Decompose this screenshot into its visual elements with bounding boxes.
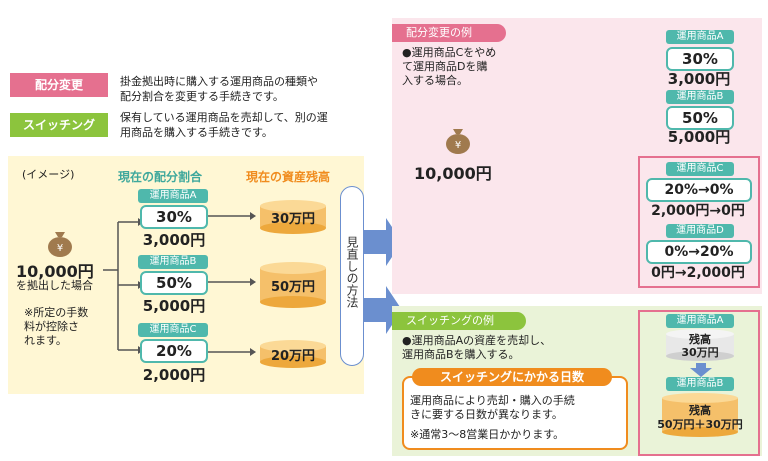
image-label: (イメージ) bbox=[22, 168, 75, 181]
switch-to-label: 残高 bbox=[689, 404, 711, 417]
switch-from-balance: 残高 30万円 bbox=[668, 333, 732, 359]
right-product-b-pct: 50% bbox=[666, 106, 734, 130]
changed-products-frame bbox=[638, 156, 760, 288]
svg-text:¥: ¥ bbox=[57, 243, 63, 254]
cylinder-b bbox=[260, 262, 326, 308]
reallocation-desc-line: 配分割合を変更する手続きです。 bbox=[120, 90, 284, 103]
left-product-b-name: 運用商品B bbox=[138, 255, 208, 269]
to-balance-lines bbox=[208, 215, 250, 353]
balance-b: 50万円 bbox=[270, 280, 316, 295]
svg-text:¥: ¥ bbox=[455, 140, 461, 151]
switching-text-line: ●運用商品Aの資産を売却し、 bbox=[402, 334, 552, 347]
money-bag-icon: ¥ bbox=[446, 129, 470, 154]
left-total-caption: を拠出した場合 bbox=[16, 279, 93, 292]
switch-from-name: 運用商品A bbox=[666, 314, 734, 328]
tag-switching: スイッチング bbox=[10, 113, 108, 137]
money-bag-icon: ¥ bbox=[48, 232, 72, 257]
reallocation-example-text: ●運用商品Cをやめ て運用商品Dを購 入する場合。 bbox=[402, 46, 496, 88]
switching-text-line: 運用商品Bを購入する。 bbox=[402, 348, 520, 361]
left-total: 10,000円 bbox=[16, 262, 94, 281]
reallocation-desc-line: 掛金拠出時に購入する運用商品の種類や bbox=[120, 75, 318, 88]
fee-note-line: れます。 bbox=[24, 334, 67, 347]
switching-days-box bbox=[402, 376, 628, 450]
left-product-a-pct: 30% bbox=[140, 205, 208, 229]
switch-to-value: 50万円＋30万円 bbox=[657, 418, 743, 431]
right-product-b-amount: 5,000円 bbox=[667, 128, 731, 146]
right-product-a-amount: 3,000円 bbox=[667, 70, 731, 88]
switching-days-line: 運用商品により売却・購入の手続 bbox=[410, 394, 575, 407]
switch-from-value: 30万円 bbox=[681, 346, 719, 359]
left-product-c-name: 運用商品C bbox=[138, 323, 208, 337]
switch-from-label: 残高 bbox=[689, 333, 711, 346]
left-connector-lines bbox=[103, 221, 138, 351]
review-methods-label: 見直しの方法 bbox=[345, 236, 359, 308]
left-product-c-pct: 20% bbox=[140, 339, 208, 363]
right-product-c-amount: 2,000円→0円 bbox=[651, 203, 745, 219]
cylinder-c bbox=[260, 340, 326, 368]
tag-reallocation: 配分変更 bbox=[10, 73, 108, 97]
right-product-a-name: 運用商品A bbox=[666, 30, 734, 44]
left-product-a-name: 運用商品A bbox=[138, 189, 208, 203]
right-total: 10,000円 bbox=[414, 164, 492, 183]
switching-days-note: ※通常3～8営業日かかります。 bbox=[410, 428, 565, 441]
left-product-b-pct: 50% bbox=[140, 271, 208, 295]
switch-from-cylinder bbox=[666, 329, 734, 361]
switching-example-title: スイッチングの例 bbox=[392, 312, 526, 330]
reallocation-text-line: ●運用商品Cをやめ bbox=[402, 46, 497, 59]
switch-to-name: 運用商品B bbox=[666, 377, 734, 391]
reallocation-text-line: て運用商品Dを購 bbox=[402, 60, 488, 73]
switching-description: 保有している運用商品を売却して、別の運 用商品を購入する手続きです。 bbox=[120, 110, 328, 140]
right-product-c-pct: 20%→0% bbox=[646, 178, 752, 202]
switch-to-cylinder bbox=[662, 393, 738, 437]
left-product-a-amount: 3,000円 bbox=[142, 231, 206, 249]
balance-a: 30万円 bbox=[270, 212, 316, 227]
right-product-d-name: 運用商品D bbox=[666, 224, 734, 238]
fee-note-line: 料が控除さ bbox=[24, 320, 79, 333]
header-current-balance: 現在の資産残高 bbox=[246, 170, 331, 184]
cylinder-a bbox=[260, 200, 326, 234]
right-product-b-name: 運用商品B bbox=[666, 90, 734, 104]
switching-desc-line: 用商品を購入する手続きです。 bbox=[120, 126, 273, 139]
left-product-b-amount: 5,000円 bbox=[142, 297, 206, 315]
header-current-ratio: 現在の配分割合 bbox=[118, 170, 203, 184]
reallocation-example-title: 配分変更の例 bbox=[392, 24, 506, 42]
reallocation-description: 掛金拠出時に購入する運用商品の種類や 配分割合を変更する手続きです。 bbox=[120, 74, 318, 104]
switching-example-text: ●運用商品Aの資産を売却し、 運用商品Bを購入する。 bbox=[402, 334, 551, 362]
right-product-d-amount: 0円→2,000円 bbox=[651, 265, 745, 281]
balance-cylinders bbox=[260, 200, 326, 368]
switching-products-frame bbox=[638, 310, 760, 456]
switching-desc-line: 保有している運用商品を売却して、別の運 bbox=[120, 111, 328, 124]
arrow-down-icon bbox=[690, 363, 712, 377]
switch-to-balance: 残高 50万円＋30万円 bbox=[640, 404, 760, 432]
right-product-c-name: 運用商品C bbox=[666, 162, 734, 176]
switching-days-line: きに要する日数が異なります。 bbox=[410, 408, 563, 421]
to-balance-arrowheads bbox=[250, 212, 256, 356]
fee-note: ※所定の手数 料が控除さ れます。 bbox=[24, 306, 88, 348]
right-product-d-pct: 0%→20% bbox=[646, 240, 752, 264]
left-product-c-amount: 2,000円 bbox=[142, 366, 206, 384]
switching-days-title: スイッチングにかかる日数 bbox=[412, 368, 612, 386]
fee-note-line: ※所定の手数 bbox=[24, 306, 89, 319]
right-product-a-pct: 30% bbox=[666, 47, 734, 71]
review-methods-box bbox=[340, 186, 364, 366]
balance-c: 20万円 bbox=[270, 349, 316, 364]
switching-days-text: 運用商品により売却・購入の手続 きに要する日数が異なります。 bbox=[410, 394, 575, 422]
reallocation-text-line: 入する場合。 bbox=[402, 74, 468, 87]
